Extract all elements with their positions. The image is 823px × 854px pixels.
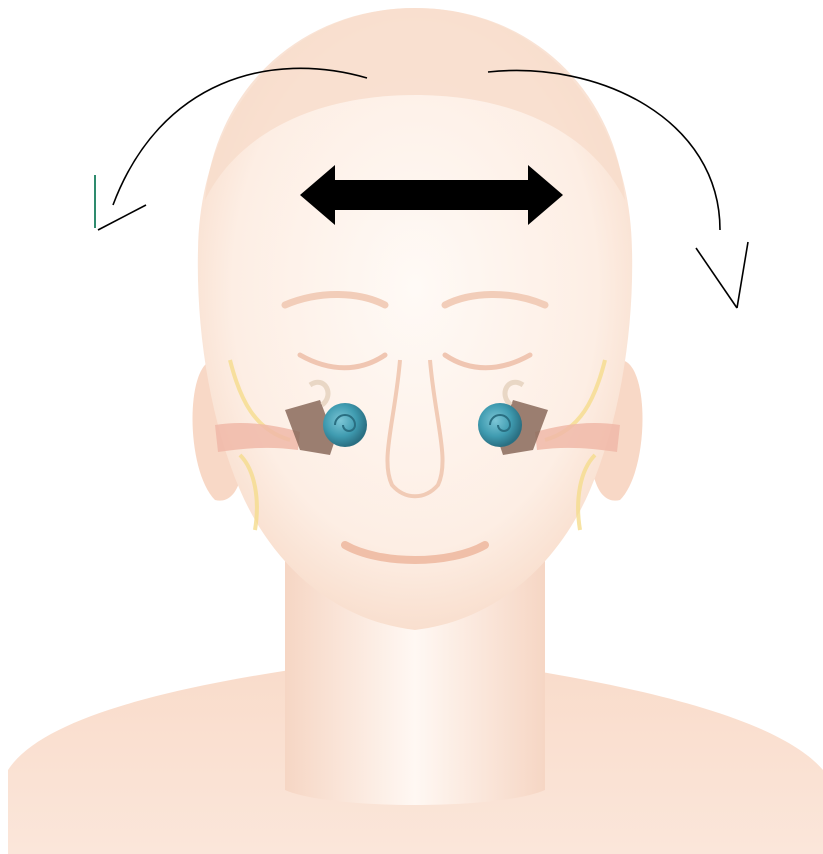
diagram-canvas (0, 0, 823, 854)
head-rotation-diagram (0, 0, 823, 854)
